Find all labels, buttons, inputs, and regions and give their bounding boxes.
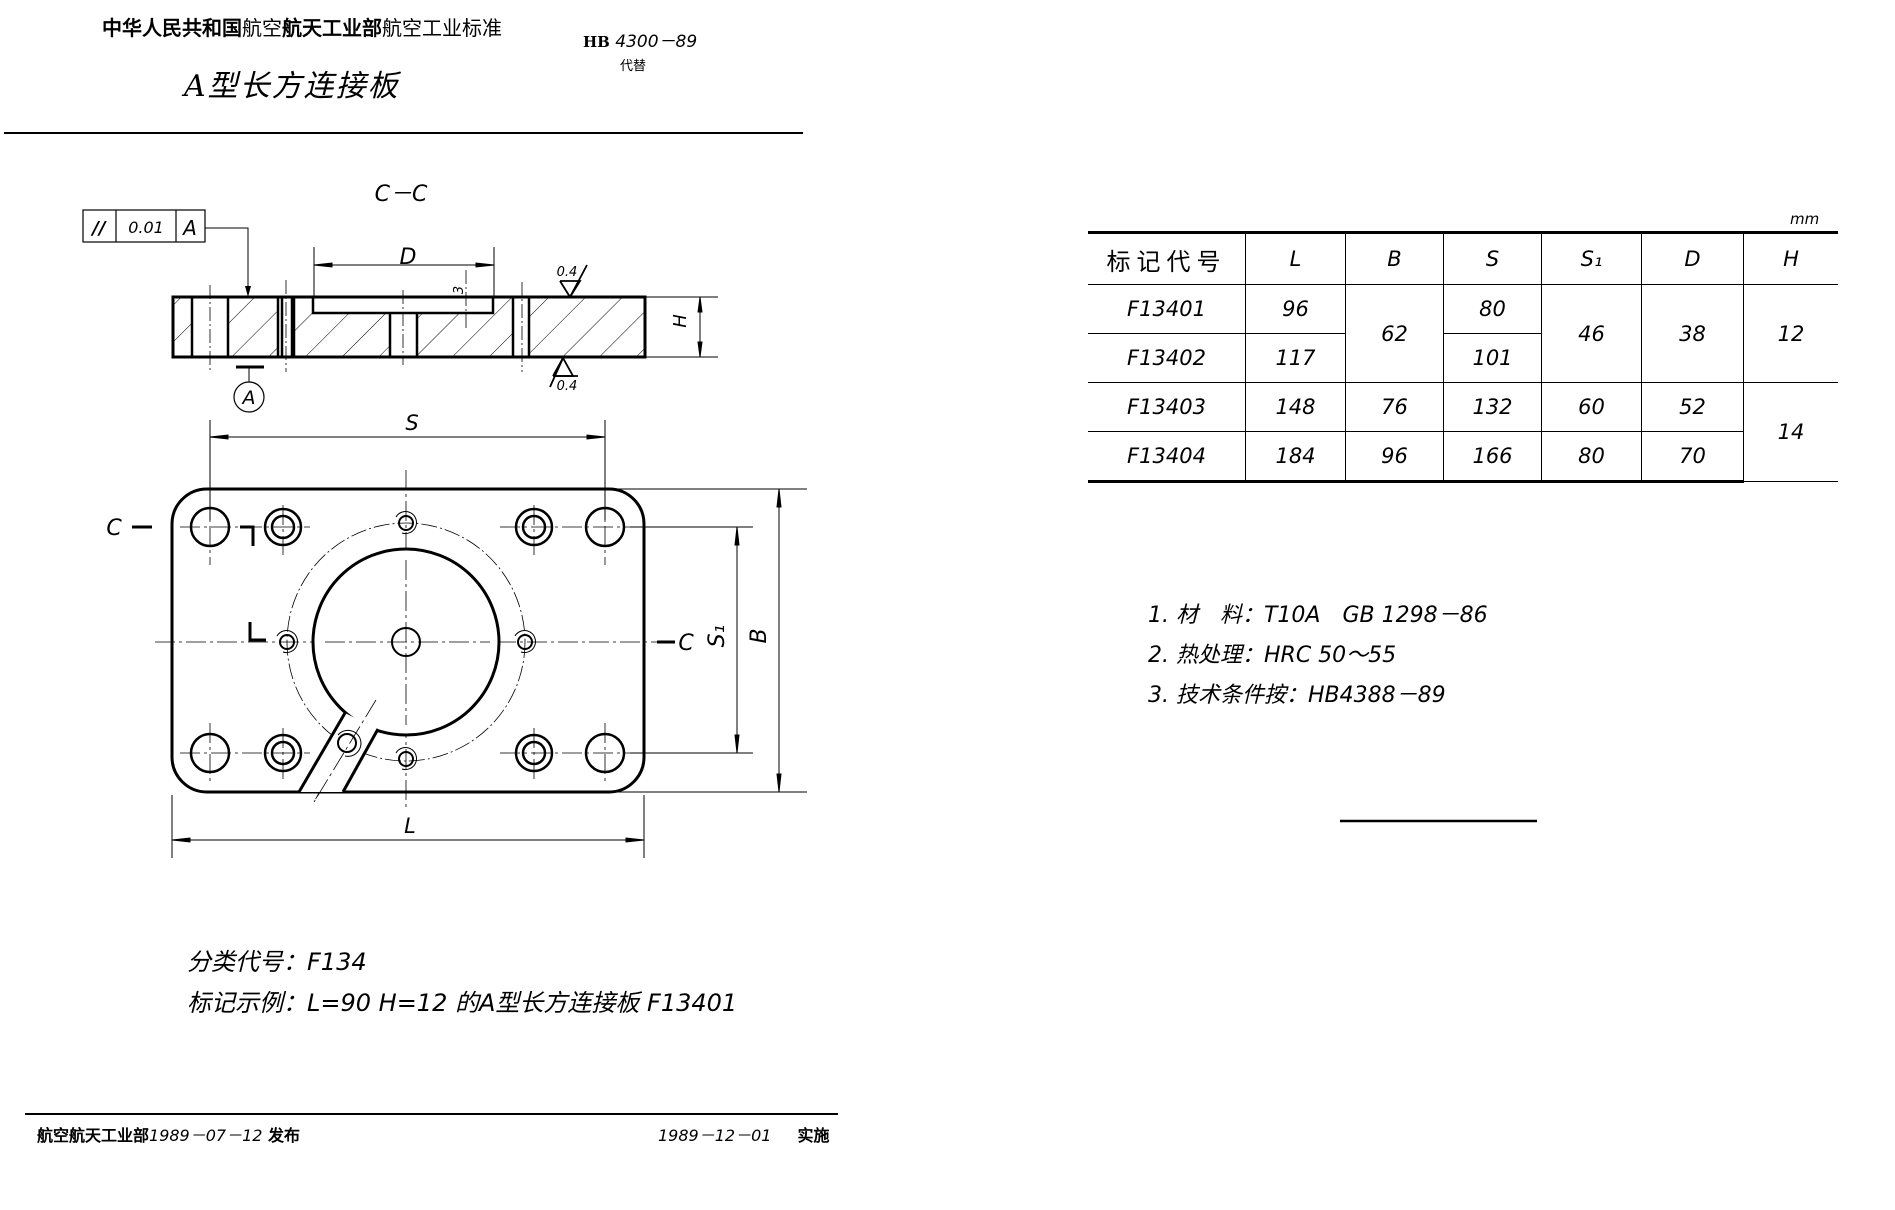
roughness-top-icon xyxy=(559,264,588,299)
cell-l: 96 xyxy=(1245,284,1346,334)
cell-d: 38 xyxy=(1641,284,1744,383)
footer-effective: 1989－12－01 实施 xyxy=(658,1128,829,1144)
col-header-h: H xyxy=(1743,231,1838,285)
technical-notes: 1. 材 料：T10A GB 1298－86 2. 热处理：HRC 50～55 … xyxy=(1148,596,1488,716)
col-header-s1: S₁ xyxy=(1541,231,1642,285)
issue-label: 发布 xyxy=(268,1126,301,1145)
issue-date: 1989－07－12 xyxy=(149,1126,263,1145)
center-hole xyxy=(391,627,421,657)
datum-label: A xyxy=(241,387,256,409)
cell-b: 76 xyxy=(1345,382,1444,432)
cell-l: 117 xyxy=(1245,333,1346,383)
marking-info: 分类代号：F134 标记示例：L=90 H=12 的A型长方连接板 F13401 xyxy=(187,942,737,1024)
standard-code: HB 4300－89 xyxy=(583,34,697,51)
org-ministry: 航天工业部 xyxy=(282,16,382,40)
replaces-label: 代替 xyxy=(620,59,647,74)
cell-d: 52 xyxy=(1641,382,1744,432)
footer-issue: 航空航天工业部1989－07－12 发布 xyxy=(37,1128,300,1144)
effective-label: 实施 xyxy=(797,1126,830,1145)
dim-label-s: S xyxy=(405,411,418,435)
col-header-l: L xyxy=(1245,231,1346,285)
cell-s1: 46 xyxy=(1541,284,1642,383)
org-part-aviation-2: 航空 xyxy=(382,16,422,40)
roughness-bottom-icon xyxy=(549,356,578,388)
classification-code: 分类代号：F134 xyxy=(187,948,367,976)
section-label: C－C xyxy=(375,182,428,207)
tolerance-value: 0.01 xyxy=(128,218,164,237)
plan-view: S xyxy=(106,411,807,858)
table-row: F13404 184 96 166 80 70 xyxy=(1088,431,1838,483)
cell-h: 12 xyxy=(1743,284,1838,383)
roughness-bottom-value: 0.4 xyxy=(557,379,578,394)
header-divider xyxy=(4,132,803,134)
note-material: 1. 材 料：T10A GB 1298－86 xyxy=(1148,603,1488,628)
section-marker-left: C xyxy=(106,516,122,541)
pitch-circle xyxy=(286,522,526,762)
col-header-s: S xyxy=(1443,231,1542,285)
col-header-d: D xyxy=(1641,231,1744,285)
cell-code: F13404 xyxy=(1088,431,1246,483)
note-heat-treatment: 2. 热处理：HRC 50～55 xyxy=(1148,643,1397,668)
cell-code: F13401 xyxy=(1088,284,1246,334)
cell-code: F13402 xyxy=(1088,333,1246,383)
col-header-code: 标记代号 xyxy=(1088,231,1246,285)
table-row: F13403 148 76 132 60 52 14 xyxy=(1088,382,1838,482)
dim-label-h: H xyxy=(670,314,691,328)
dim-label-s1: S₁ xyxy=(705,625,730,648)
issuer: 航空航天工业部 xyxy=(37,1126,150,1145)
counterbored-holes xyxy=(263,507,554,773)
standard-number: 4300－89 xyxy=(615,32,698,52)
dimension-b xyxy=(612,488,807,793)
note-technical-conditions: 3. 技术条件按：HB4388－89 xyxy=(1148,683,1446,708)
dimension-l xyxy=(171,795,645,858)
standard-prefix: HB xyxy=(583,33,610,51)
plate-outline xyxy=(170,487,646,794)
cell-s: 101 xyxy=(1443,333,1542,383)
table-row: F13401 96 62 80 46 38 12 xyxy=(1088,284,1838,383)
marking-example: 标记示例：L=90 H=12 的A型长方连接板 F13401 xyxy=(187,989,738,1017)
cell-s: 80 xyxy=(1443,284,1542,334)
tolerance-datum: A xyxy=(181,216,197,240)
col-header-b: B xyxy=(1345,231,1444,285)
cell-l: 184 xyxy=(1245,431,1346,483)
cell-s1: 80 xyxy=(1541,431,1642,483)
dimension-d xyxy=(313,247,495,297)
org-standard: 工业标准 xyxy=(422,16,502,40)
table-row: F13402 117 101 xyxy=(1088,333,1838,383)
section-marker-right: C xyxy=(678,631,694,656)
cell-s: 166 xyxy=(1443,431,1542,483)
section-view: C－C // 0.01 A xyxy=(82,182,718,413)
cell-h: 14 xyxy=(1743,382,1838,482)
table-unit: mm xyxy=(1790,210,1820,228)
page-title: A型长方连接板 xyxy=(184,69,400,104)
cell-s: 132 xyxy=(1443,382,1542,432)
cell-l: 148 xyxy=(1245,382,1346,432)
dimension-h xyxy=(645,296,718,358)
clearance-holes xyxy=(189,506,626,774)
dim-label-depth: 3 xyxy=(452,286,467,294)
dimension-s xyxy=(209,420,606,520)
cell-b: 62 xyxy=(1345,284,1444,383)
cell-d: 70 xyxy=(1641,431,1744,483)
org-country: 中华人民共和国 xyxy=(102,16,242,40)
dim-label-b: B xyxy=(747,628,772,643)
issuing-authority-title: 中华人民共和国航空航天工业部航空工业标准 xyxy=(102,18,502,38)
dim-label-d: D xyxy=(400,245,417,270)
dimension-s1 xyxy=(630,526,753,754)
effective-date: 1989－12－01 xyxy=(658,1126,772,1145)
cell-s1: 60 xyxy=(1541,382,1642,432)
dim-label-l: L xyxy=(404,814,416,838)
parallelism-icon: // xyxy=(90,218,107,239)
cell-b: 96 xyxy=(1345,431,1444,483)
table-header-row: 标记代号 L B S S₁ D H xyxy=(1088,231,1838,285)
dimension-table: 标记代号 L B S S₁ D H F13401 96 62 80 46 38 … xyxy=(1088,231,1838,483)
roughness-top-value: 0.4 xyxy=(557,265,578,280)
datum-a-symbol xyxy=(233,365,265,413)
parallelism-tolerance-frame: // 0.01 A xyxy=(82,209,251,297)
cell-code: F13403 xyxy=(1088,382,1246,432)
org-part-aviation: 航空 xyxy=(242,16,282,40)
section-cut-markers xyxy=(132,525,675,644)
